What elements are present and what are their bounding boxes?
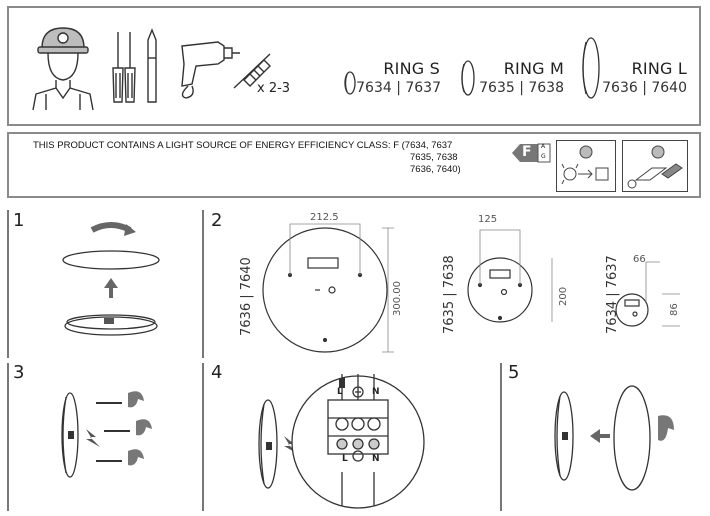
step-5-number: 5 [508, 362, 520, 383]
driver-replace-icon [622, 140, 688, 192]
step-4-diagram [258, 374, 425, 509]
energy-scale-bottom: G [541, 153, 546, 160]
step-5-diagram [554, 385, 674, 491]
ring-l-name: RING L [631, 59, 687, 78]
ring-l-icon [582, 37, 600, 99]
medium-width: 125 [478, 214, 498, 225]
ring-s-codes: 7634 | 7637 [356, 80, 441, 96]
step-2-number: 2 [211, 210, 223, 231]
energy-line-3: 7636, 7640) [410, 164, 461, 175]
screwdriver-icon [112, 28, 157, 103]
arrow-up-icon [104, 278, 118, 298]
large-height: 300.00 [392, 281, 403, 316]
ring-m-codes: 7635 | 7638 [479, 80, 564, 96]
step-1-number: 1 [13, 210, 25, 231]
step-3-number: 3 [13, 362, 25, 383]
step-1-diagram [62, 222, 160, 336]
tools-panel [7, 6, 701, 126]
small-height: 86 [669, 303, 680, 316]
lamp-replace-icon [556, 140, 616, 192]
terminal-top-l: L [337, 387, 343, 397]
rotate-icon [90, 222, 136, 236]
terminal-top-n: N [372, 387, 380, 397]
ring-s-icon [344, 71, 356, 95]
medium-codes: 7635 | 7638 [442, 255, 457, 334]
large-width: 212.5 [310, 212, 339, 223]
terminal-bottom-l: L [342, 454, 348, 464]
energy-label-icon [512, 143, 551, 163]
step-3-diagram [61, 391, 152, 478]
energy-line-2: 7635, 7638 [410, 152, 458, 163]
large-codes: 7636 | 7640 [239, 257, 254, 336]
separator-5 [500, 363, 502, 511]
arrow-left-icon [590, 429, 610, 443]
separator-1 [7, 210, 9, 358]
wall-plug-icon [233, 53, 271, 89]
medium-height: 200 [558, 286, 569, 306]
energy-panel [7, 132, 701, 198]
drill-icon [181, 41, 240, 99]
terminal-bottom-n: N [372, 454, 380, 464]
step-4-number: 4 [211, 362, 223, 383]
ring-m-name: RING M [503, 59, 564, 78]
separator-2 [202, 210, 204, 358]
energy-scale-top: A [541, 143, 546, 150]
worker-icon [32, 27, 94, 111]
separator-4 [202, 363, 204, 511]
screw-count: x 2-3 [257, 81, 291, 96]
screw-driving-icons [128, 391, 152, 466]
ring-m-icon [461, 60, 475, 96]
small-width: 66 [633, 254, 646, 265]
step-2-diagram [262, 223, 680, 353]
ring-l-codes: 7636 | 7640 [602, 80, 687, 96]
small-codes: 7634 | 7637 [605, 255, 620, 334]
energy-line-1: THIS PRODUCT CONTAINS A LIGHT SOURCE OF … [33, 140, 453, 151]
energy-class-letter: F [522, 144, 532, 160]
rotate-icon [658, 415, 674, 441]
ring-s-name: RING S [383, 59, 440, 78]
separator-3 [7, 363, 9, 511]
